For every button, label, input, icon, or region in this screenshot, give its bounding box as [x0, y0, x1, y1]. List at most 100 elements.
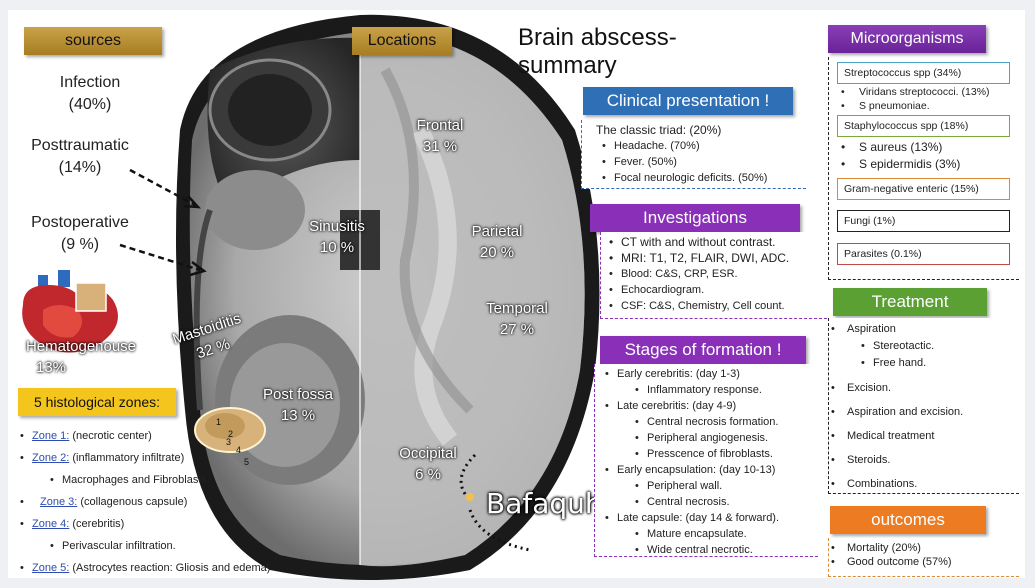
treatment-item: Aspiration and excision.: [829, 400, 1019, 424]
location-frontal-label: Frontal: [416, 117, 464, 134]
stage-early-encapsulation: Early encapsulation: (day 10-13): [603, 462, 818, 478]
zone-2-sub: Macrophages and Fibroblasts: [48, 469, 288, 491]
investigation-item: CT with and without contrast.: [607, 234, 827, 250]
stage-late-cerebritis: Late cerebritis: (day 4-9): [603, 398, 818, 414]
zone-4-sub: Perivascular infiltration.: [48, 535, 288, 557]
outcome-item: Good outcome (57%): [829, 555, 1019, 569]
location-sinusitis-pct: 10 %: [319, 239, 355, 256]
stage-early-cerebritis: Early cerebritis: (day 1-3): [603, 366, 818, 382]
treatment-box: Aspiration Stereotactic. Free hand. Exci…: [828, 318, 1019, 496]
source-posttraumatic-pct: (14%): [58, 159, 102, 176]
stages-list: Early cerebritis: (day 1-3) Inflammatory…: [603, 366, 818, 558]
zone-item-3: Zone 3: (collagenous capsule): [18, 491, 288, 513]
treatment-sub: Stereotactic.: [859, 338, 1019, 355]
zone-item-2: Zone 2: (inflammatory infiltrate): [18, 447, 288, 469]
zone-5-desc: (Astrocytes reaction: Gliosis and edema): [69, 562, 271, 574]
zone-1-name[interactable]: Zone 1:: [32, 430, 70, 442]
zones-list: Zone 1: (necrotic center) Zone 2: (infla…: [18, 425, 288, 579]
location-sinusitis-label: Sinusitis: [309, 218, 365, 235]
location-parietal-pct: 20 %: [479, 244, 515, 261]
clinical-list: Headache. (70%) Fever. (50%) Focal neuro…: [596, 138, 806, 186]
source-hematogenouse: Hematogenouse 13%: [16, 336, 146, 378]
clinical-lead: The classic triad: (20%): [596, 123, 722, 137]
zone-2-sub-text: Macrophages and Fibroblasts: [62, 474, 207, 486]
stages-box: Early cerebritis: (day 1-3) Inflammatory…: [594, 364, 818, 558]
zone-2-desc: (inflammatory infiltrate): [69, 452, 185, 464]
investigations-box: CT with and without contrast. MRI: T1, T…: [600, 232, 827, 319]
stage-sub: Mature encapsulate.: [633, 526, 818, 542]
stage-sub: Peripheral angiogenesis.: [633, 430, 818, 446]
location-post-fossa: Post fossa 13 %: [252, 384, 344, 426]
source-hematogenouse-label: Hematogenouse: [25, 338, 137, 355]
clinical-box: The classic triad: (20%) Headache. (70%)…: [581, 120, 806, 189]
treatment-item: Excision.: [829, 376, 1019, 400]
heart-icon: [22, 270, 118, 353]
investigations-list: CT with and without contrast. MRI: T1, T…: [607, 234, 827, 314]
source-hematogenouse-pct: 13%: [36, 359, 67, 376]
zone-4-name[interactable]: Zone 4:: [32, 518, 70, 530]
location-post-fossa-pct: 13 %: [280, 407, 316, 424]
stage-sub: Peripheral wall.: [633, 478, 818, 494]
source-posttraumatic-label: Posttraumatic: [31, 137, 129, 154]
stage-sub: Presscence of fibroblasts.: [633, 446, 818, 462]
zone-1-desc: (necrotic center): [69, 430, 152, 442]
location-temporal-pct: 27 %: [499, 321, 535, 338]
outcomes-header: outcomes: [830, 506, 986, 534]
zone-4-desc: (cerebritis): [69, 518, 125, 530]
source-infection-pct: (40%): [68, 96, 112, 113]
location-sinusitis: Sinusitis 10 %: [297, 216, 377, 258]
zone-2-name[interactable]: Zone 2:: [32, 452, 70, 464]
location-temporal: Temporal 27 %: [472, 298, 562, 340]
locations-header: Locations: [352, 27, 452, 55]
stage-sub: Wide central necrotic.: [633, 542, 818, 558]
investigation-item: MRI: T1, T2, FLAIR, DWI, ADC.: [607, 250, 827, 266]
zone-4-sub-text: Perivascular infiltration.: [62, 540, 176, 552]
strep-sub-list: Viridans streptococci. (13%) S pneumonia…: [839, 85, 990, 113]
strep-sub: Viridans streptococci. (13%): [839, 85, 990, 99]
clinical-item: Focal neurologic deficits. (50%): [600, 170, 806, 186]
stage-sub: Central necrosis formation.: [633, 414, 818, 430]
location-occipital-label: Occipital: [399, 445, 457, 462]
zone-3-desc: (collagenous capsule): [77, 496, 188, 508]
investigation-item: Blood: C&S, CRP, ESR.: [607, 266, 827, 282]
title-line-2: summary: [518, 52, 617, 79]
source-infection-label: Infection: [59, 74, 121, 91]
microbe-gram-negative: Gram-negative enteric (15%): [837, 178, 1010, 200]
zone-item-4: Zone 4: (cerebritis): [18, 513, 288, 535]
location-parietal-label: Parietal: [471, 223, 523, 240]
location-occipital-pct: 6 %: [415, 466, 441, 483]
watermark-signature: Bafaquh: [486, 487, 603, 520]
clinical-item: Headache. (70%): [600, 138, 806, 154]
source-arrows: [119, 168, 207, 277]
clinical-header: Clinical presentation !: [583, 87, 793, 115]
clinical-item: Fever. (50%): [600, 154, 806, 170]
zones-header: 5 histological zones:: [18, 388, 176, 416]
source-postoperative-pct: (9 %): [60, 236, 100, 253]
outcomes-list: Mortality (20%) Good outcome (57%): [829, 538, 1019, 569]
staph-sub-list: S aureus (13%) S epidermidis (3%): [839, 139, 960, 173]
treatment-list: Aspiration Stereotactic. Free hand. Exci…: [829, 318, 1019, 496]
stages-header: Stages of formation !: [600, 336, 806, 364]
source-postoperative-label: Postoperative: [31, 214, 129, 231]
outcomes-box: Mortality (20%) Good outcome (57%): [828, 538, 1019, 577]
location-temporal-label: Temporal: [486, 300, 548, 317]
stage-late-capsule: Late capsule: (day 14 & forward).: [603, 510, 818, 526]
location-occipital: Occipital 6 %: [388, 443, 468, 485]
microbe-staphylococcus: Staphylococcus spp (18%): [837, 115, 1010, 137]
zone-5-name[interactable]: Zone 5:: [32, 562, 70, 574]
location-post-fossa-label: Post fossa: [262, 386, 334, 403]
zone-number-1: 1: [216, 417, 222, 427]
stage-sub: Central necrosis.: [633, 494, 818, 510]
stage-sub: Inflammatory response.: [633, 382, 818, 398]
sources-header: sources: [24, 27, 162, 55]
microbe-fungi: Fungi (1%): [837, 210, 1010, 232]
zone-item-1: Zone 1: (necrotic center): [18, 425, 288, 447]
investigations-header: Investigations: [590, 204, 800, 232]
location-frontal-pct: 31 %: [422, 138, 458, 155]
zone-3-name[interactable]: Zone 3:: [40, 496, 78, 508]
location-parietal: Parietal 20 %: [457, 221, 537, 263]
microorganisms-box: Streptococcus spp (34%) Viridans strepto…: [828, 57, 1019, 280]
staph-sub: S aureus (13%): [839, 139, 960, 156]
treatment-item: Steroids.: [829, 448, 1019, 472]
treatment-item: Medical treatment: [829, 424, 1019, 448]
